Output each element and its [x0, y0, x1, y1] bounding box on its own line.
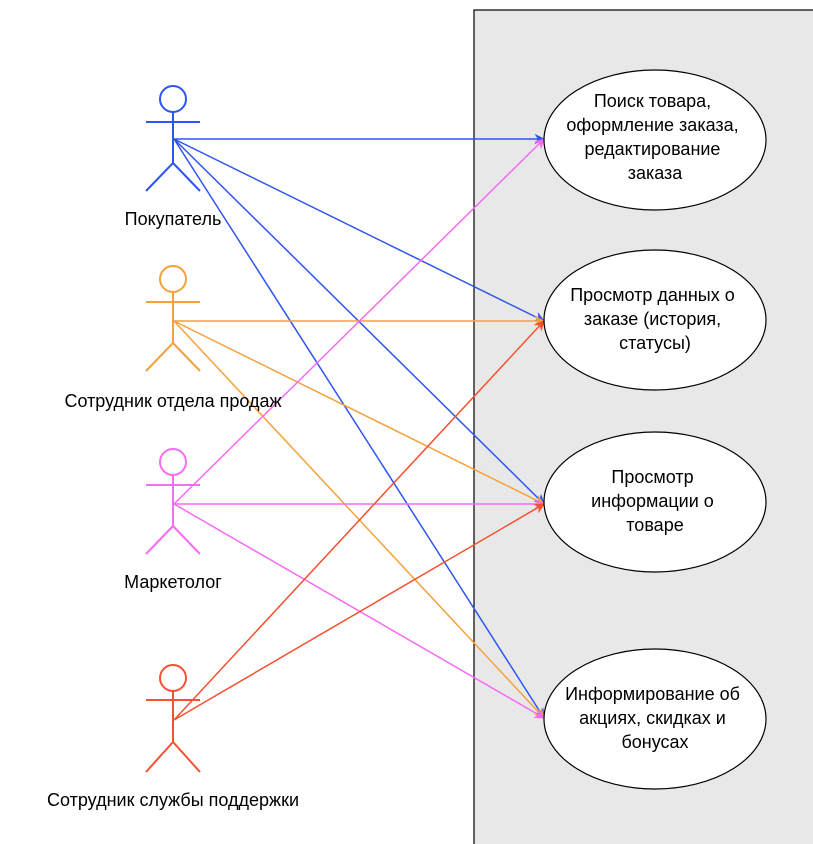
use-case-label: Поиск товара, оформление заказа, редакти…	[566, 91, 743, 183]
association-support-uc2	[173, 320, 545, 721]
actor-buyer	[145, 85, 201, 192]
actor-label-support: Сотрудник службы поддержки	[47, 790, 299, 810]
actor-label-sales: Сотрудник отдела продаж	[64, 391, 281, 411]
use-case-label: Информирование об акциях, скидках и бону…	[565, 684, 745, 752]
actor-leg	[145, 741, 174, 773]
actor-head	[159, 265, 187, 293]
association-marketer-uc1	[173, 138, 545, 505]
actor-sales	[145, 265, 201, 372]
association-lines	[173, 133, 546, 721]
use-case-label: Просмотр информации о товаре	[591, 467, 719, 535]
actor-leg	[145, 342, 174, 372]
actor-leg	[172, 342, 201, 372]
actor-head	[159, 448, 187, 476]
use-case-uc1: Поиск товара, оформление заказа, редакти…	[543, 69, 767, 211]
actor-leg	[172, 162, 201, 192]
actor-leg	[145, 162, 174, 192]
actor-support	[145, 664, 201, 773]
association-buyer-uc4	[173, 138, 545, 719]
actor-leg	[172, 525, 201, 555]
association-support-uc3	[173, 503, 545, 721]
use-case-uc3: Просмотр информации о товаре	[543, 431, 767, 573]
association-sales-uc3	[173, 320, 545, 505]
use-case-ellipse	[543, 431, 767, 573]
use-case-ellipse	[543, 69, 767, 211]
actor-marketer	[145, 448, 201, 555]
actor-leg	[172, 741, 201, 773]
association-marketer-uc4	[173, 503, 545, 719]
actor-label-marketer: Маркетолог	[124, 572, 222, 592]
actor-head	[159, 85, 187, 113]
use-case-uc4: Информирование об акциях, скидках и бону…	[543, 648, 767, 790]
actor-leg	[145, 525, 174, 555]
use-case-ellipse	[543, 249, 767, 391]
actor-label-buyer: Покупатель	[125, 209, 222, 229]
use-case-ellipse	[543, 648, 767, 790]
actor-head	[159, 664, 187, 692]
use-case-label: Просмотр данных о заказе (история, стату…	[570, 285, 740, 353]
use-case-uc2: Просмотр данных о заказе (история, стату…	[543, 249, 767, 391]
association-buyer-uc2	[173, 138, 545, 322]
